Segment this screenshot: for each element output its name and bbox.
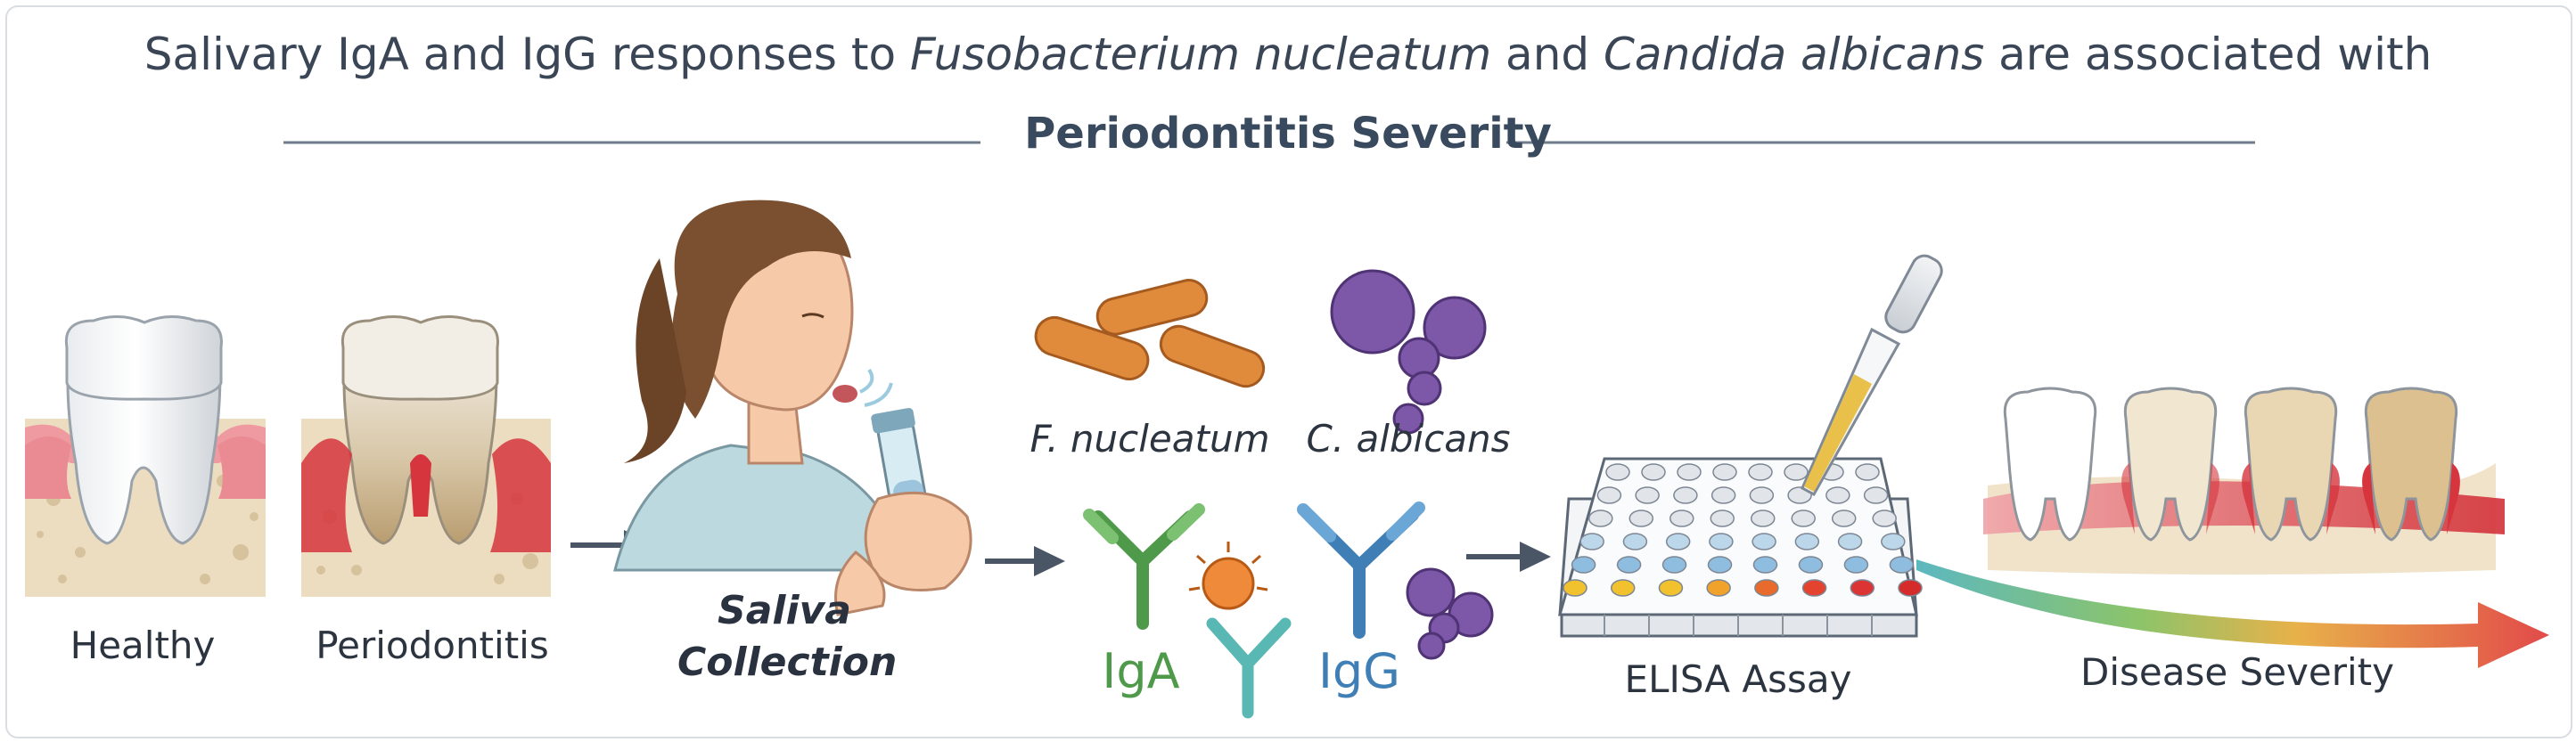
arrow-icon (1466, 542, 1551, 572)
f-nucleatum-label: F. nucleatum (1030, 417, 1270, 461)
elisa-well (1710, 510, 1735, 527)
fusobacterium-nucleatum-icon (1034, 279, 1266, 388)
elisa-well (1752, 556, 1778, 574)
elisa-well (1748, 463, 1773, 481)
elisa-well (1889, 556, 1915, 574)
elisa-well (1588, 510, 1613, 527)
elisa-well (1605, 463, 1630, 481)
figure-subtitle: Periodontitis Severity (1024, 109, 1552, 159)
elisa-well (1750, 510, 1776, 527)
severity-tooth (2242, 387, 2340, 542)
elisa-well (1825, 486, 1850, 504)
elisa-well (1863, 486, 1889, 504)
elisa-well (1635, 486, 1660, 504)
igg-label: IgG (1317, 643, 1401, 699)
elisa-well (1798, 556, 1824, 574)
elisa-well (1665, 533, 1691, 550)
elisa-well (1706, 579, 1731, 597)
elisa-well (1673, 486, 1698, 504)
elisa-well (1628, 510, 1654, 527)
candida-albicans-icon (1406, 567, 1494, 660)
elisa-well (1801, 579, 1827, 597)
saliva-collection-label-line1: Saliva (718, 588, 851, 633)
elisa-well (1571, 556, 1596, 574)
periodontitis-tooth-icon (301, 315, 551, 597)
arrow-icon (985, 546, 1065, 576)
igg-antibody-icon (1297, 501, 1425, 639)
elisa-well (1709, 533, 1734, 550)
title-organism-2: Candida albicans (1604, 29, 1985, 80)
elisa-well (1661, 556, 1687, 574)
antigen-icon (1188, 542, 1268, 610)
elisa-well (1616, 556, 1642, 574)
severity-tooth (2121, 387, 2219, 542)
c-albicans-label: C. albicans (1306, 417, 1511, 461)
candida-albicans-icon (1330, 269, 1487, 435)
elisa-well (1579, 533, 1604, 550)
saliva-collection-person-icon (613, 200, 972, 616)
elisa-well (1881, 533, 1906, 550)
severity-tooth (2003, 387, 2097, 542)
disease-severity-arrow-icon (1916, 559, 2549, 668)
severity-tooth (2362, 387, 2460, 542)
healthy-label: Healthy (70, 624, 216, 667)
elisa-well (1669, 510, 1694, 527)
elisa-well (1622, 533, 1648, 550)
elisa-assay-label: ELISA Assay (1624, 657, 1852, 701)
iga-antibody-icon (1206, 617, 1292, 719)
elisa-well (1707, 556, 1733, 574)
elisa-well (1710, 486, 1736, 504)
elisa-well (1563, 579, 1587, 597)
title-text: are associated with (1984, 29, 2432, 80)
pipette-icon (1801, 254, 1943, 497)
elisa-well (1752, 533, 1776, 550)
title-text: and (1491, 29, 1604, 80)
elisa-well (1850, 579, 1875, 597)
periodontitis-label: Periodontitis (316, 624, 549, 667)
elisa-well (1784, 463, 1809, 481)
elisa-well (1837, 533, 1863, 550)
elisa-well (1831, 510, 1857, 527)
elisa-well (1872, 510, 1897, 527)
elisa-well (1596, 486, 1622, 504)
title-text: Salivary IgA and IgG responses to (144, 29, 910, 80)
saliva-collection-label-line2: Collection (677, 640, 898, 685)
elisa-well (1641, 463, 1666, 481)
healthy-tooth-icon (25, 315, 266, 597)
iga-antibody-icon (1083, 503, 1205, 630)
elisa-well (1843, 556, 1869, 574)
elisa-well (1754, 579, 1779, 597)
elisa-plate-icon (1558, 457, 1923, 638)
elisa-well (1712, 463, 1737, 481)
elisa-well (1749, 486, 1775, 504)
elisa-well (1658, 579, 1684, 597)
disease-severity-label: Disease Severity (2080, 650, 2394, 694)
elisa-well (1677, 463, 1702, 481)
iga-label: IgA (1102, 643, 1180, 699)
elisa-well (1794, 533, 1820, 550)
elisa-well (1855, 463, 1880, 481)
elisa-well (1610, 579, 1636, 597)
elisa-well (1791, 510, 1816, 527)
figure-title: Salivary IgA and IgG responses to Fusoba… (0, 29, 2576, 80)
elisa-well (1898, 579, 1923, 597)
severity-teeth-row-icon (1983, 387, 2505, 575)
title-organism-1: Fusobacterium nucleatum (909, 29, 1492, 80)
